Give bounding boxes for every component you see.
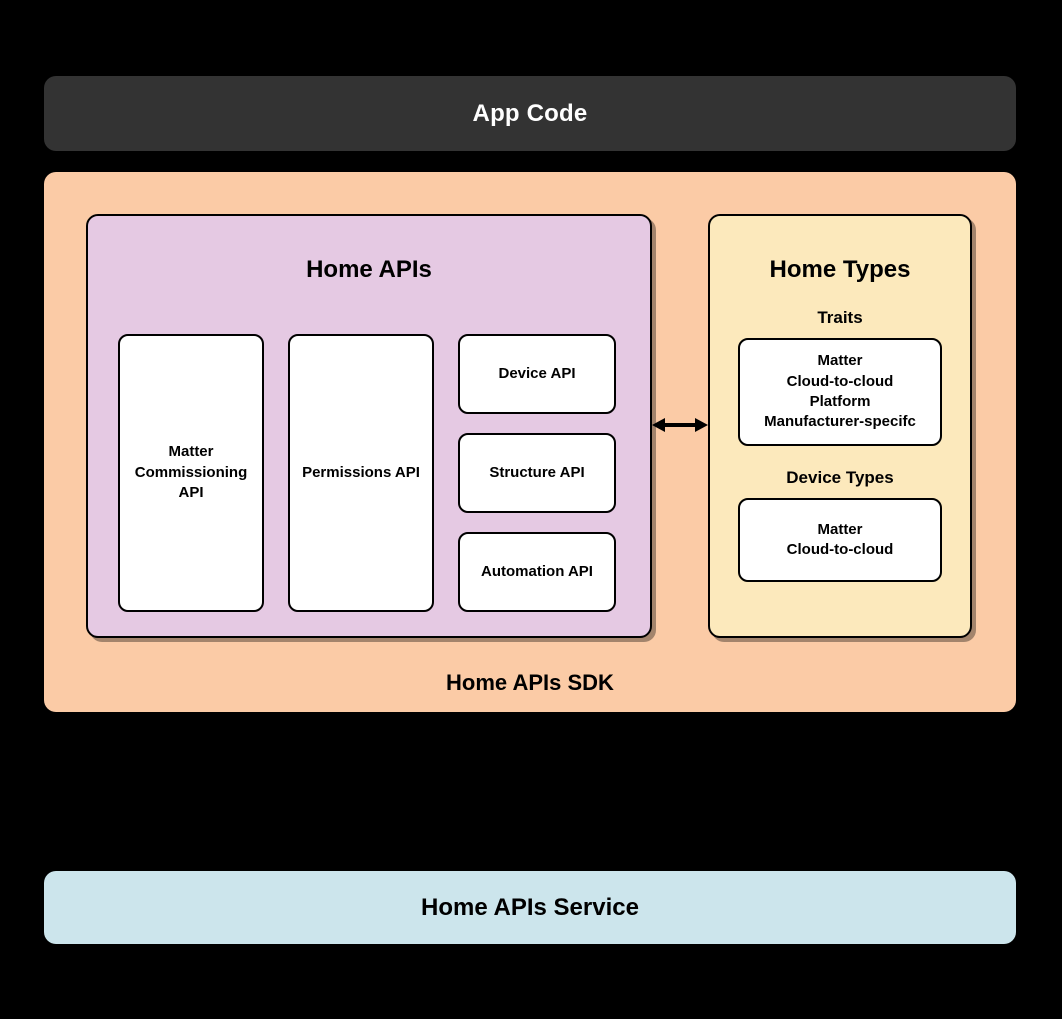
home-apis-card-stack: Device API Structure API Automation API — [458, 334, 616, 612]
card-permissions-api: Permissions API — [288, 334, 434, 612]
app-code-block: App Code — [44, 76, 1016, 151]
card-device-api: Device API — [458, 334, 616, 414]
device-types-heading: Device Types — [786, 468, 894, 487]
bidirectional-arrow-icon — [652, 418, 708, 432]
home-apis-title: Home APIs — [306, 256, 432, 283]
app-code-label: App Code — [472, 99, 588, 127]
home-apis-service-label: Home APIs Service — [421, 893, 639, 921]
card-structure-api: Structure API — [458, 433, 616, 513]
traits-heading: Traits — [817, 308, 863, 327]
home-types-title: Home Types — [769, 256, 911, 283]
home-apis-service-block: Home APIs Service — [44, 871, 1016, 944]
card-automation-api: Automation API — [458, 532, 616, 612]
home-apis-sdk-label: Home APIs SDK — [446, 670, 614, 695]
